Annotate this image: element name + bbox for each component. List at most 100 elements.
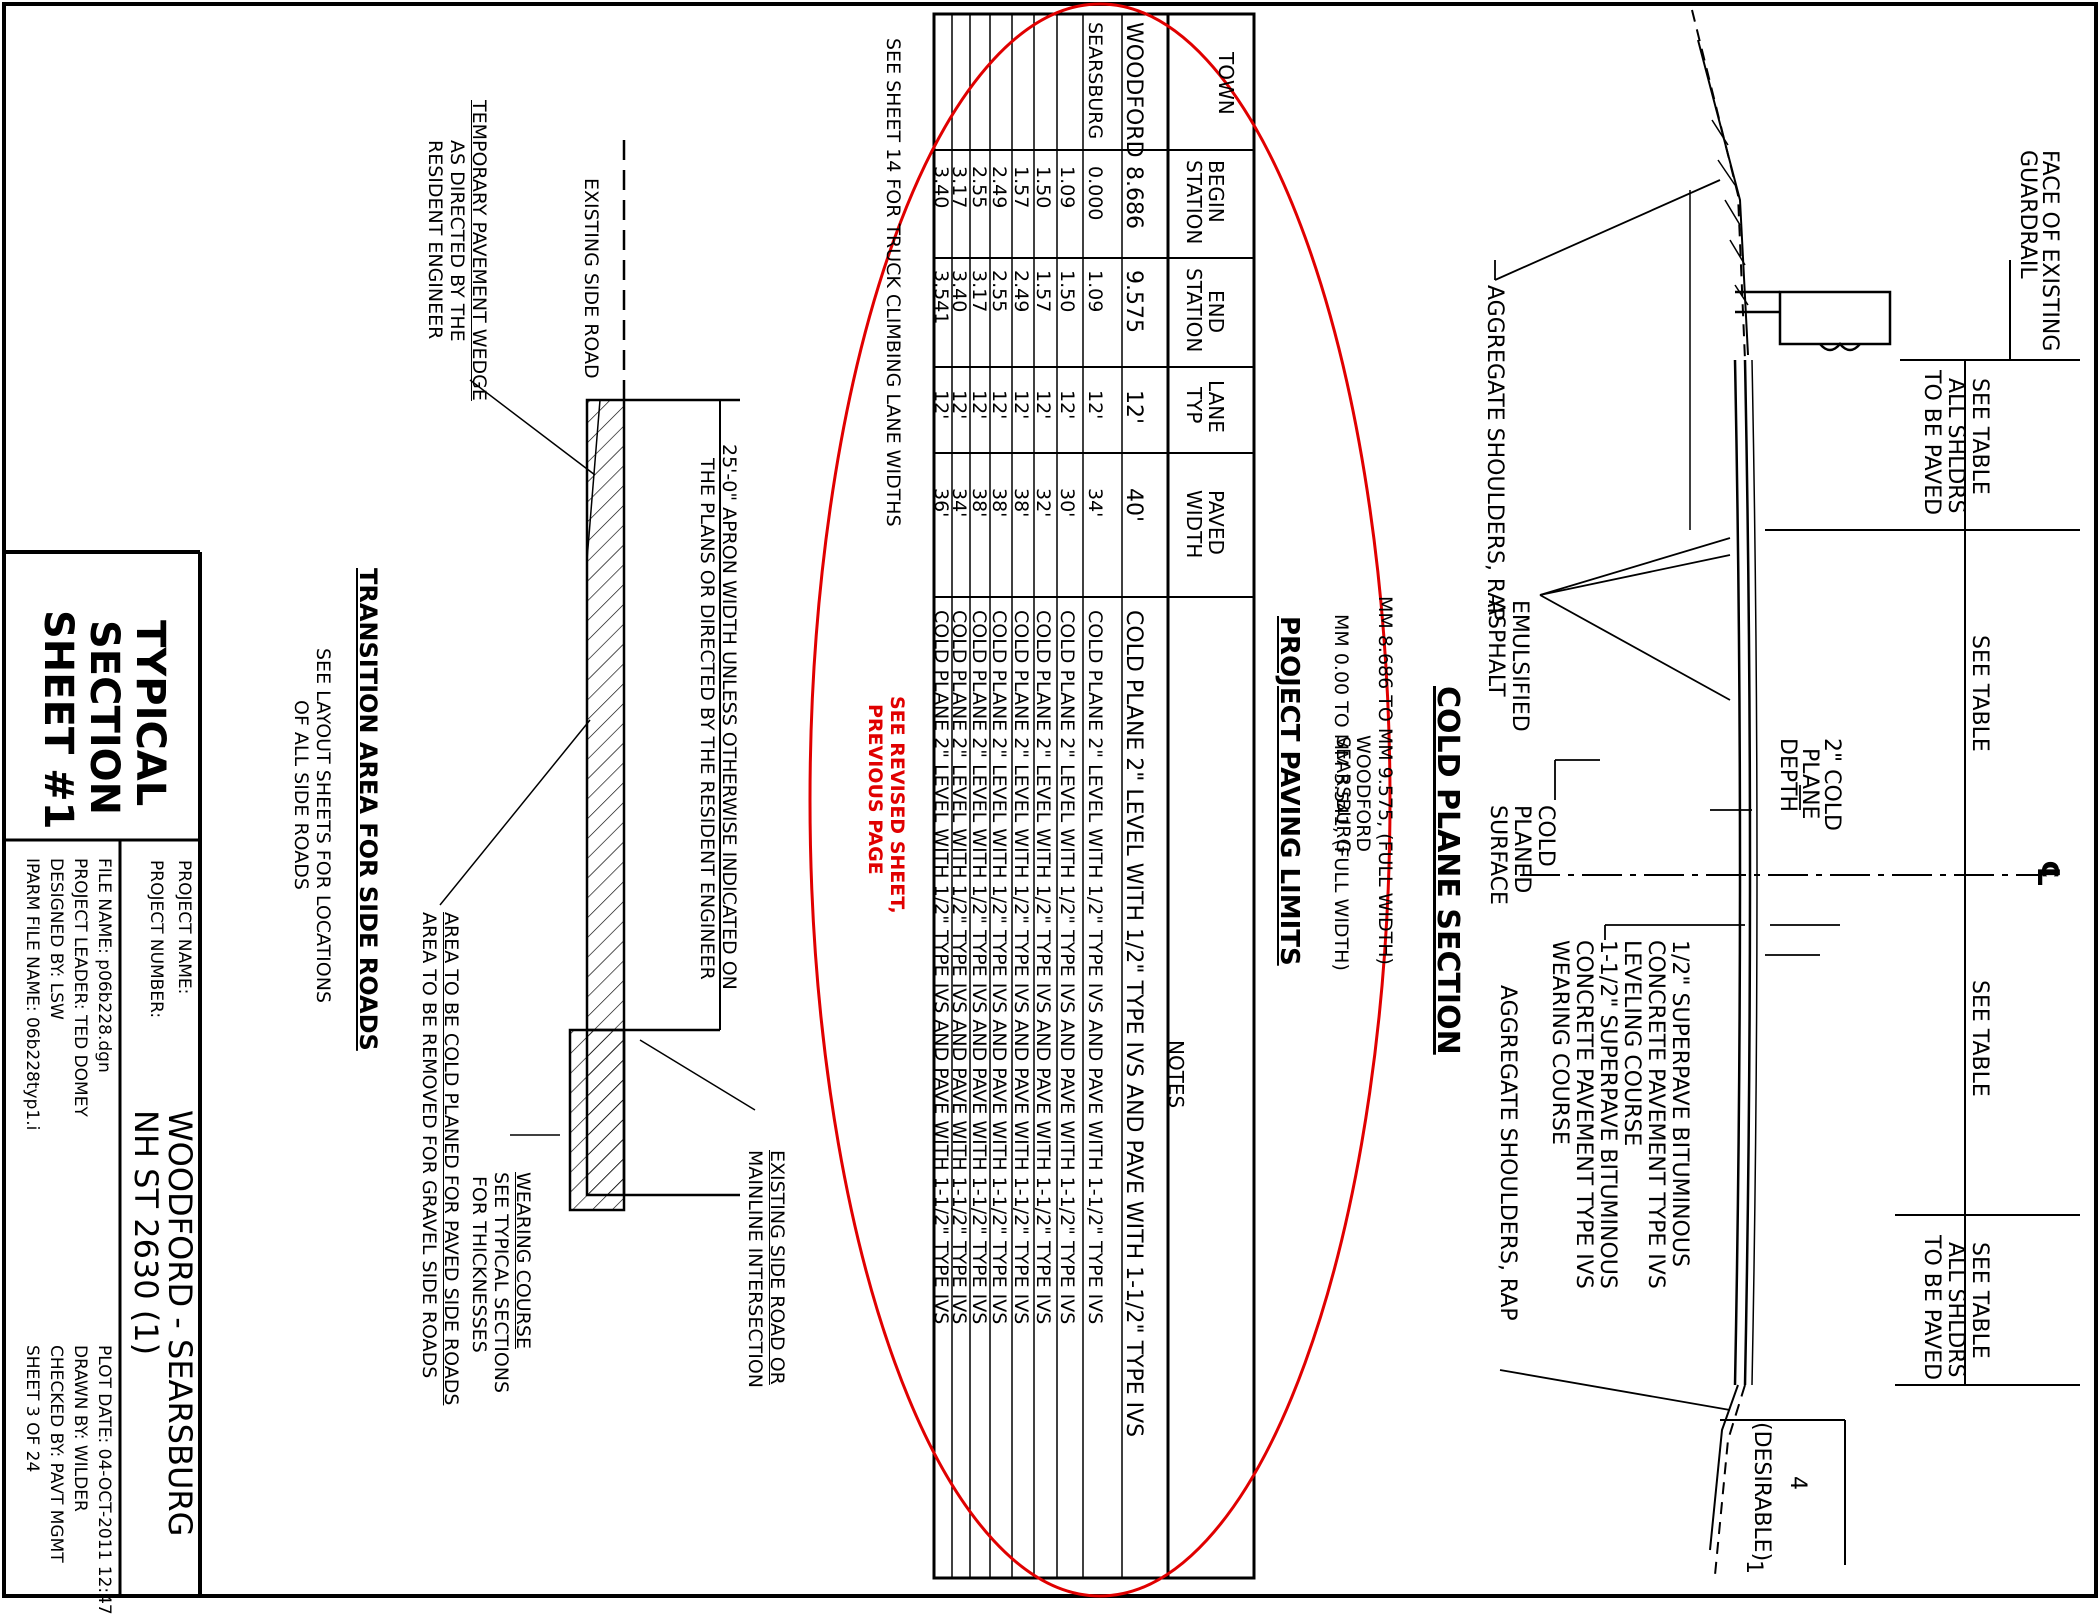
project-number-label: PROJECT NUMBER:: [146, 860, 166, 1019]
apron-width-note: 25'-0" APRON WIDTH UNLESS OTHERWISE INDI…: [718, 444, 740, 990]
table-cell-lane: 12': [1056, 390, 1078, 420]
see-table-shoulder-right: SEE TABLE: [1967, 1242, 1992, 1359]
table-cell-lane: 12': [988, 390, 1010, 420]
plot-date: PLOT DATE: 04-OCT-2011 12:47: [94, 1345, 114, 1615]
table-cell-end: 3.541: [930, 270, 952, 325]
slope-ratio-4: 4: [1785, 1476, 1810, 1490]
table-cell-end: 1.50: [1056, 270, 1078, 313]
table-cell-end: 2.49: [1010, 270, 1032, 313]
cold-plane-depth-label-2: PLANE: [1797, 748, 1822, 820]
col-header-paved: PAVED: [1204, 490, 1228, 555]
centerline-symbol: ℄: [2030, 860, 2065, 887]
transition-leaders: [439, 379, 756, 1136]
cold-planed-surface-label: COLD: [1533, 805, 1558, 867]
leader-lines: [1494, 179, 1840, 1411]
col-header-end: END: [1204, 290, 1228, 333]
table-cell-lane: 12': [930, 390, 952, 420]
see-table-shoulder-left-3: TO BE PAVED: [1919, 370, 1944, 516]
emulsified-asphalt-label: EMULSIFIED: [1507, 600, 1532, 732]
table-cell-width: 38': [988, 488, 1010, 518]
face-guardrail-label-2: GUARDRAIL: [2015, 150, 2040, 279]
table-cell-lane: 12': [1084, 390, 1106, 420]
transition-area-title: TRANSITION AREA FOR SIDE ROADS: [354, 568, 382, 1051]
review-markup-ellipse: [808, 2, 1392, 1598]
table-cell-town: WOODFORD: [1121, 22, 1146, 158]
col-header-lane-2: TYP: [1182, 387, 1206, 424]
file-name: FILE NAME: p06b228.dgn: [94, 858, 114, 1073]
see-table-shoulder-right-2: ALL SHLDRS: [1943, 1242, 1968, 1378]
superpave-wearing-label-3: WEARING COURSE: [1547, 940, 1572, 1145]
col-header-begin: BEGIN: [1204, 160, 1228, 223]
superpave-leveling-label-2: CONCRETE PAVEMENT TYPE IVS: [1643, 940, 1668, 1289]
table-cell-lane: 12': [1010, 390, 1032, 420]
pavement-wedge-label: TEMPORARY PAVEMENT WEDGE: [468, 100, 490, 401]
pavement-wedge-label-2: AS DIRECTED BY THE: [446, 140, 468, 342]
table-cell-width: 38': [968, 488, 990, 518]
slope-ratio-1: 1: [1741, 1560, 1766, 1574]
superpave-leveling-label-3: LEVELING COURSE: [1619, 940, 1644, 1147]
table-cell-width: 30': [1056, 488, 1078, 518]
title-block-frame: [4, 550, 202, 1596]
see-table-lane-left: SEE TABLE: [1967, 635, 1992, 752]
guardrail-symbol: [1735, 290, 1892, 352]
sheet-title-section: SECTION: [81, 620, 127, 816]
dimension-lines: [1689, 190, 2080, 1386]
paving-limits-woodford: WOODFORD: [1352, 735, 1374, 853]
table-cell-lane: 12': [968, 390, 990, 420]
transition-area-sub-2: OF ALL SIDE ROADS: [290, 700, 312, 890]
existing-side-road-label: EXISTING SIDE ROAD: [580, 178, 602, 379]
table-cell-width: 38': [1010, 488, 1032, 518]
see-table-lane-right: SEE TABLE: [1967, 980, 1992, 1097]
table-cell-end: 1.09: [1084, 270, 1106, 313]
superpave-wearing-label-2: CONCRETE PAVEMENT TYPE IVS: [1571, 940, 1596, 1289]
checked-by: CHECKED BY: PAVT MGMT: [46, 1345, 66, 1563]
project-name-label: PROJECT NAME:: [174, 860, 194, 995]
emulsified-asphalt-label-2: ASPHALT: [1483, 600, 1508, 697]
cold-plane-profile: [1691, 9, 1758, 1576]
table-cell-end: 2.55: [988, 270, 1010, 313]
shoulder-hatch: [1711, 119, 1749, 306]
table-cell-note: COLD PLANE 2" LEVEL WITH 1/2" TYPE IVS A…: [1010, 610, 1032, 1325]
cold-planed-surface-label-2: PLANED: [1509, 805, 1534, 894]
iparm-file-name: IPARM FILE NAME: 06b228typ1.i: [22, 858, 42, 1131]
table-cell-lane: 12': [1121, 390, 1146, 425]
cold-plane-depth-label: 2" COLD: [1819, 738, 1844, 831]
face-guardrail-label: FACE OF EXISTING: [2037, 150, 2062, 352]
see-table-shoulder-right-3: TO BE PAVED: [1919, 1235, 1944, 1381]
see-table-shoulder-left: SEE TABLE: [1967, 378, 1992, 495]
transition-area-plan: [568, 140, 740, 1212]
paving-limits-title: PROJECT PAVING LIMITS: [1274, 616, 1304, 966]
designed-by: DESIGNED BY: LSW: [46, 858, 66, 1020]
table-cell-begin: 1.50: [1032, 166, 1054, 209]
project-number-value: NH ST 2630 (1): [127, 1110, 165, 1356]
table-cell-begin: 2.55: [968, 166, 990, 209]
drawn-by: DRAWN BY: WILDER: [70, 1345, 90, 1512]
table-cell-begin: 1.09: [1056, 166, 1078, 209]
slope-symbol: [1720, 1419, 1846, 1565]
col-header-town: TOWN: [1214, 52, 1238, 115]
aggregate-shoulders-right-label: AGGREGATE SHOULDERS, RAP: [1495, 985, 1520, 1321]
superpave-leveling-label: 1/2" SUPERPAVE BITUMINOUS: [1667, 940, 1692, 1267]
sheet-title-number: SHEET #1: [35, 610, 81, 830]
table-cell-begin: 0.000: [1084, 166, 1106, 221]
table-cell-begin: 3.40: [930, 166, 952, 209]
table-cell-end: 3.17: [968, 270, 990, 313]
cold-plane-section-title: COLD PLANE SECTION: [1430, 686, 1465, 1055]
see-sheet-note: SEE SHEET 14 FOR TRUCK CLIMBING LANE WID…: [882, 38, 904, 527]
aggregate-shoulders-left-label: AGGREGATE SHOULDERS, RAP: [1482, 285, 1507, 621]
cold-plane-depth-label-3: DEPTH: [1775, 738, 1800, 813]
cold-planed-area-label: AREA TO BE COLD PLANED FOR PAVED SIDE RO…: [440, 912, 462, 1406]
paving-limits-searsburg-range: MM 0.00 TO MM 3.541, (FULL WIDTH): [1330, 614, 1352, 971]
table-cell-begin: 8.686: [1121, 166, 1146, 229]
table-cell-note: COLD PLANE 2" LEVEL WITH 1/2" TYPE IVS A…: [1056, 610, 1078, 1325]
table-cell-note: COLD PLANE 2" LEVEL WITH 1/2" TYPE IVS A…: [968, 610, 990, 1325]
col-header-notes: NOTES: [1164, 1040, 1188, 1109]
sheet-number: SHEET 3 OF 24: [22, 1345, 42, 1473]
table-cell-end: 1.57: [1032, 270, 1054, 313]
removed-area-label: AREA TO BE REMOVED FOR GRAVEL SIDE ROADS: [418, 912, 440, 1379]
table-cell-width: 34': [1084, 488, 1106, 518]
table-cell-end: 9.575: [1121, 270, 1146, 333]
table-cell-begin: 1.57: [1010, 166, 1032, 209]
